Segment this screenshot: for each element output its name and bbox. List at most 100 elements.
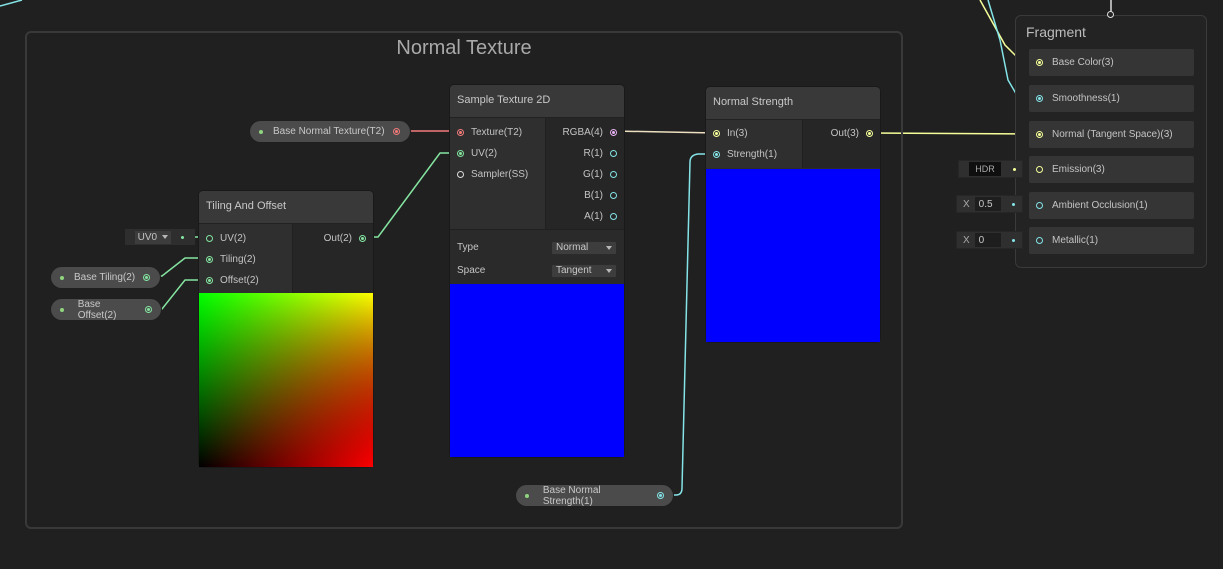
node-preview bbox=[199, 293, 373, 467]
connector-dot-icon bbox=[181, 235, 184, 239]
port-label: Out(3) bbox=[830, 128, 859, 139]
port-icon[interactable] bbox=[610, 192, 617, 199]
vector2-port-icon[interactable] bbox=[145, 306, 152, 313]
texture-port-icon[interactable] bbox=[392, 128, 400, 135]
emission-inline-input[interactable]: HDR bbox=[958, 160, 1023, 178]
port-icon[interactable] bbox=[610, 213, 617, 220]
slot-label: Normal (Tangent Space)(3) bbox=[1052, 129, 1173, 140]
ambient-occlusion-inline-input[interactable]: X 0.5 bbox=[956, 195, 1023, 213]
property-base-normal-texture[interactable]: Base Normal Texture(T2) bbox=[250, 121, 410, 142]
input-port-offset[interactable]: Offset(2) bbox=[199, 270, 292, 291]
port-label: Texture(T2) bbox=[471, 127, 523, 138]
port-icon[interactable] bbox=[1036, 202, 1043, 209]
output-port-g[interactable]: G(1) bbox=[546, 164, 624, 185]
port-icon[interactable] bbox=[206, 235, 213, 242]
port-icon[interactable] bbox=[1036, 59, 1043, 66]
slot-emission[interactable]: Emission(3) bbox=[1029, 156, 1194, 183]
port-icon[interactable] bbox=[1036, 166, 1043, 173]
property-indicator-icon bbox=[259, 129, 263, 134]
input-port-strength[interactable]: Strength(1) bbox=[706, 144, 802, 165]
slot-metallic[interactable]: Metallic(1) bbox=[1029, 227, 1194, 254]
metallic-inline-input[interactable]: X 0 bbox=[956, 231, 1023, 249]
setting-label: Space bbox=[457, 265, 486, 276]
node-normal-strength[interactable]: Normal Strength In(3) Strength(1) Out(3) bbox=[706, 87, 880, 342]
input-port-in[interactable]: In(3) bbox=[706, 123, 802, 144]
port-icon[interactable] bbox=[610, 129, 617, 136]
group-title[interactable]: Normal Texture bbox=[396, 37, 532, 59]
output-port-a[interactable]: A(1) bbox=[546, 206, 624, 227]
port-icon[interactable] bbox=[206, 277, 213, 284]
port-icon[interactable] bbox=[610, 150, 617, 157]
node-sample-texture-2d[interactable]: Sample Texture 2D Texture(T2) UV(2) Samp… bbox=[450, 85, 624, 457]
port-icon[interactable] bbox=[866, 130, 873, 137]
dropdown-value: Normal bbox=[556, 242, 589, 253]
vector2-port-icon[interactable] bbox=[143, 274, 151, 281]
output-port-rgba[interactable]: RGBA(4) bbox=[546, 122, 624, 143]
float-port-icon[interactable] bbox=[657, 492, 664, 499]
port-label: B(1) bbox=[584, 190, 603, 201]
node-title[interactable]: Normal Strength bbox=[706, 87, 880, 120]
port-icon[interactable] bbox=[1036, 95, 1043, 102]
property-base-offset[interactable]: Base Offset(2) bbox=[51, 298, 161, 321]
port-label: A(1) bbox=[584, 211, 603, 222]
port-label: Tiling(2) bbox=[220, 254, 256, 265]
port-icon[interactable] bbox=[457, 150, 464, 157]
input-port-texture[interactable]: Texture(T2) bbox=[450, 122, 545, 143]
output-port-out[interactable]: Out(2) bbox=[293, 228, 373, 249]
slot-smoothness[interactable]: Smoothness(1) bbox=[1029, 85, 1194, 112]
port-icon[interactable] bbox=[713, 151, 720, 158]
output-port-b[interactable]: B(1) bbox=[546, 185, 624, 206]
ao-value-field[interactable]: 0.5 bbox=[974, 197, 1001, 211]
input-port-tiling[interactable]: Tiling(2) bbox=[199, 249, 292, 270]
flow-port-icon[interactable] bbox=[1107, 11, 1114, 18]
port-icon[interactable] bbox=[457, 171, 464, 178]
node-title[interactable]: Sample Texture 2D bbox=[450, 85, 624, 118]
port-icon[interactable] bbox=[713, 130, 720, 137]
port-label: UV(2) bbox=[220, 233, 247, 244]
property-base-tiling[interactable]: Base Tiling(2) bbox=[51, 267, 160, 288]
slot-normal-tangent-space[interactable]: Normal (Tangent Space)(3) bbox=[1029, 121, 1194, 148]
setting-type: Type Normal bbox=[457, 236, 617, 259]
input-port-uv[interactable]: UV(2) bbox=[450, 143, 545, 164]
port-icon[interactable] bbox=[359, 235, 366, 242]
output-port-r[interactable]: R(1) bbox=[546, 143, 624, 164]
setting-space: Space Tangent bbox=[457, 259, 617, 282]
group-normal-texture[interactable]: Normal Texture bbox=[25, 31, 903, 529]
slot-label: Metallic(1) bbox=[1052, 235, 1099, 246]
connector-dot-icon bbox=[1011, 202, 1015, 206]
input-port-uv[interactable]: UV(2) bbox=[199, 228, 292, 249]
port-icon[interactable] bbox=[457, 129, 464, 136]
slot-label: Base Color(3) bbox=[1052, 57, 1114, 68]
port-icon[interactable] bbox=[1036, 237, 1043, 244]
port-icon[interactable] bbox=[610, 171, 617, 178]
node-title[interactable]: Tiling And Offset bbox=[199, 191, 373, 224]
uv-channel-value: UV0 bbox=[137, 231, 158, 243]
fragment-context[interactable]: Fragment Base Color(3) Smoothness(1) Nor… bbox=[1015, 11, 1207, 268]
space-dropdown[interactable]: Tangent bbox=[551, 263, 617, 278]
slot-base-color[interactable]: Base Color(3) bbox=[1029, 49, 1194, 76]
connector-dot-icon bbox=[1011, 238, 1015, 242]
fragment-title: Fragment bbox=[1026, 24, 1086, 40]
port-icon[interactable] bbox=[1036, 131, 1043, 138]
node-settings: Type Normal Space Tangent bbox=[450, 229, 624, 286]
input-port-sampler[interactable]: Sampler(SS) bbox=[450, 164, 545, 185]
port-label: R(1) bbox=[583, 148, 603, 159]
uv-channel-dropdown[interactable]: UV0 bbox=[135, 230, 171, 244]
port-label: G(1) bbox=[583, 169, 603, 180]
dropdown-value: Tangent bbox=[556, 265, 592, 276]
slot-label: Smoothness(1) bbox=[1052, 93, 1120, 104]
metallic-value-field[interactable]: 0 bbox=[974, 233, 1001, 247]
type-dropdown[interactable]: Normal bbox=[551, 240, 617, 255]
chevron-down-icon bbox=[606, 245, 612, 250]
port-icon[interactable] bbox=[206, 256, 213, 263]
property-base-normal-strength[interactable]: Base Normal Strength(1) bbox=[516, 485, 673, 507]
node-tiling-and-offset[interactable]: Tiling And Offset UV(2) Tiling(2) Offset… bbox=[199, 191, 373, 467]
hdr-color-swatch[interactable]: HDR bbox=[969, 162, 1001, 176]
property-label: Base Tiling(2) bbox=[74, 272, 136, 283]
output-port-out[interactable]: Out(3) bbox=[803, 123, 880, 144]
connector-dot-icon bbox=[1013, 167, 1016, 171]
port-label: RGBA(4) bbox=[562, 127, 603, 138]
property-label: Base Offset(2) bbox=[77, 298, 117, 321]
slot-ambient-occlusion[interactable]: Ambient Occlusion(1) bbox=[1029, 192, 1194, 219]
uv-channel-default[interactable]: UV0 bbox=[125, 229, 195, 245]
